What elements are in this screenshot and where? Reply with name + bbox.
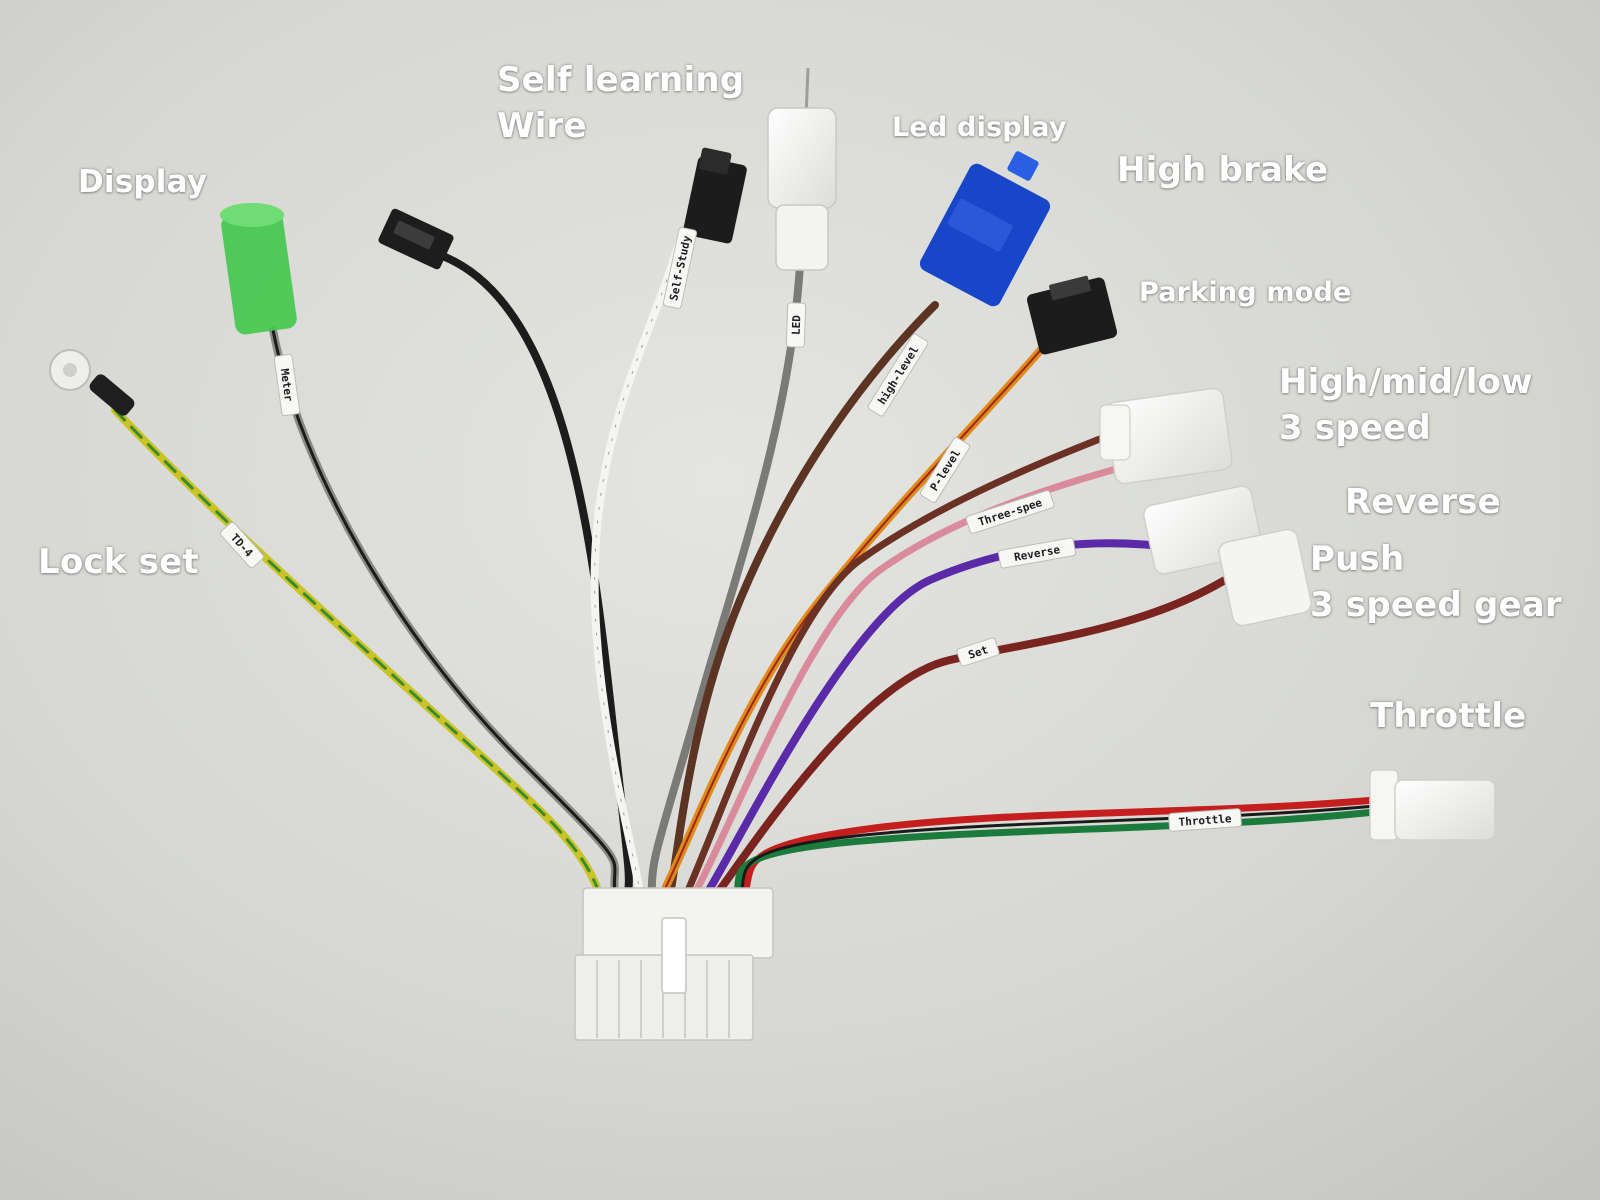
led-connector [767,67,837,271]
callout-self-learning-line2: Wire [497,105,587,146]
main-harness-connector [574,887,774,1041]
callout-high-brake: High brake [1117,148,1328,194]
callout-lock-set: Lock set [38,540,199,586]
connector-group [49,67,1496,1041]
callout-speed-select-line2: 3 speed [1279,407,1431,448]
callout-speed-select: High/mid/low 3 speed [1279,360,1533,452]
wire-self-learning [590,236,684,899]
svg-text:LED: LED [790,314,804,335]
svg-text:Set: Set [967,643,990,662]
callout-display-text: Display [78,164,208,200]
wire-reverse [702,539,1194,899]
callout-high-brake-text: High brake [1117,150,1329,190]
green-bullet-connector [220,203,297,335]
wire-three-speed-a [682,431,1114,899]
callout-parking-mode-text: Parking mode [1139,277,1352,308]
callout-throttle: Throttle [1370,694,1526,740]
parking-connector [1026,275,1118,355]
high-brake-connector [919,151,1051,307]
ring-terminal [49,349,135,416]
callout-reverse-text: Reverse [1345,482,1501,522]
callout-throttle-text: Throttle [1370,696,1527,736]
wire-lock-set-stripe [113,408,602,897]
tag-led: LED [785,302,807,348]
svg-text:Meter: Meter [278,368,296,403]
callout-led-display: Led display [892,110,1067,146]
callout-push-line1: Push [1310,539,1405,579]
callout-self-learning: Self learning Wire [497,58,744,150]
wire-set [712,576,1229,899]
wire-throttle-red [736,796,1379,909]
callout-reverse: Reverse [1345,480,1501,526]
callout-led-display-text: Led display [892,112,1067,143]
tag-set: Set [956,637,1000,667]
wire-high-level [666,301,939,899]
callout-parking-mode: Parking mode [1139,275,1351,311]
wire-group [111,236,1379,912]
tag-reverse: Reverse [997,537,1077,569]
wire-meter-stripe [271,328,617,897]
svg-text:Throttle: Throttle [1178,812,1232,829]
callout-display: Display [78,162,207,204]
wire-led [647,261,804,899]
wire-black [436,251,633,899]
callout-push: Push 3 speed gear [1310,537,1562,629]
callout-speed-select-line1: High/mid/low [1279,362,1533,402]
three-speed-connector [1099,387,1233,485]
throttle-connector [1369,769,1496,841]
black-connector-small [378,208,454,270]
self-learning-plug [683,147,747,244]
push-connector [1218,528,1312,627]
callout-self-learning-line1: Self learning [497,60,745,100]
callout-push-line2: 3 speed gear [1310,584,1562,625]
tag-throttle: Throttle [1168,808,1242,832]
tag-meter: Meter [273,353,301,417]
callout-lock-set-text: Lock set [38,542,199,582]
